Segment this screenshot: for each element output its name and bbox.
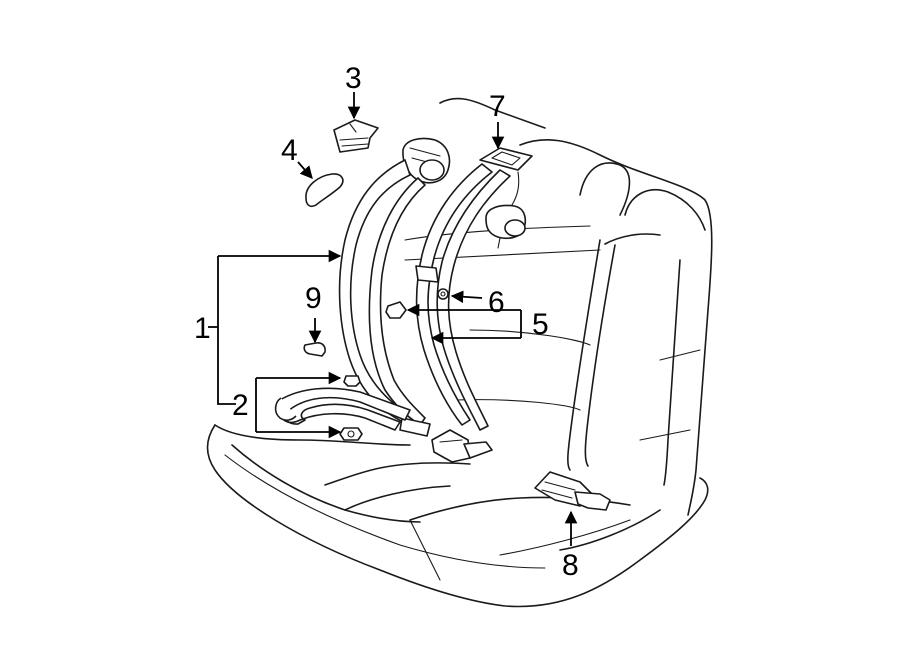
callout-1: 1 <box>194 312 211 345</box>
right-belt-assembly <box>385 147 533 463</box>
callout-7: 7 <box>489 90 506 123</box>
callout-3: 3 <box>345 62 362 95</box>
callout-5: 5 <box>532 308 549 341</box>
callout-6: 6 <box>488 286 505 319</box>
leader-lines <box>208 92 578 546</box>
rear-seat <box>206 97 713 608</box>
callout-9: 9 <box>305 282 322 315</box>
part-4-cover <box>305 173 344 208</box>
part-8-buckle <box>534 471 611 511</box>
callout-2: 2 <box>232 389 249 422</box>
callout-labels: 1 2 3 4 5 6 7 8 9 <box>194 62 579 582</box>
part-9-clip <box>303 342 326 357</box>
callout-8: 8 <box>562 549 579 582</box>
part-3-guide <box>333 119 379 153</box>
callout-4: 4 <box>281 134 298 167</box>
left-belt-assembly <box>274 137 451 441</box>
